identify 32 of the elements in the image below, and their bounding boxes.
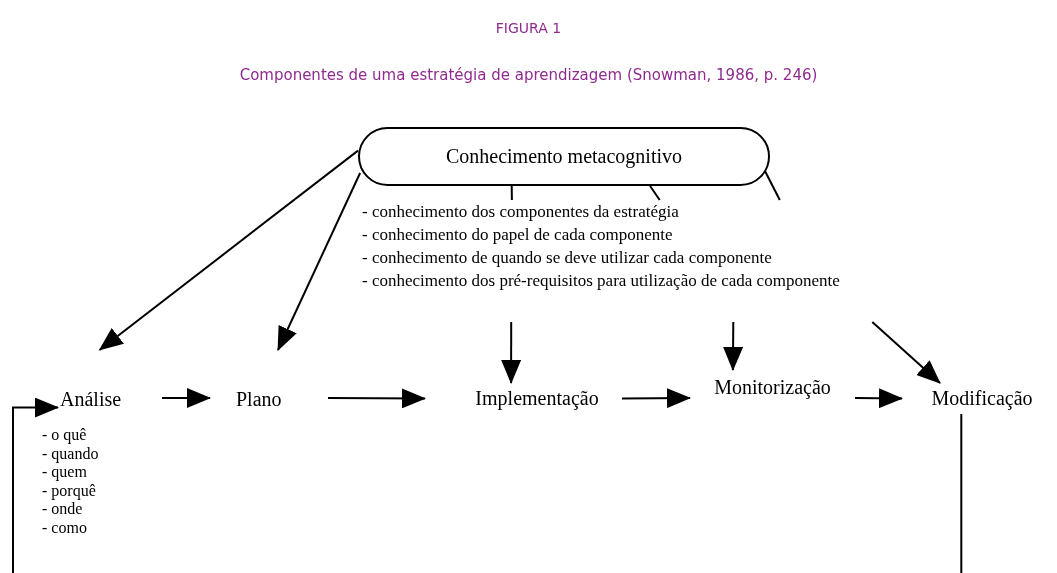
arrow: [723, 321, 744, 371]
list-item: - quando: [42, 444, 99, 463]
rounded-box: [358, 127, 770, 186]
list-item: - onde: [42, 500, 84, 519]
arrow: [621, 388, 691, 409]
arrow: [501, 321, 522, 384]
step-label: Modificação: [931, 387, 1033, 410]
step-label: Implementação: [475, 387, 599, 410]
list-item: - conhecimento de quando se deve utilizar cada componente: [362, 247, 773, 269]
list-item: - conhecimento do papel de cada componente: [362, 224, 674, 246]
arrow: [871, 321, 941, 384]
list-item: - conhecimento dos componentes da estratégia: [362, 201, 680, 223]
figure-caption: Componentes de uma estratégia de aprendizagem (Snowman, 1986, p. 246): [239, 66, 818, 84]
step-label: Plano: [236, 388, 282, 411]
list-item: - porquê: [42, 481, 97, 500]
step-label: Monitorização: [714, 375, 831, 399]
list-item: - o quê: [42, 426, 88, 445]
arrow: [277, 172, 362, 351]
figure-title: FIGURA 1: [495, 20, 562, 36]
arrow: [12, 397, 963, 573]
arrow: [854, 388, 903, 409]
list-item: - quem: [42, 463, 88, 482]
list-item: - como: [42, 518, 88, 537]
arrow: [98, 149, 359, 351]
box-label: Conhecimento metacognitivo: [445, 145, 683, 168]
step-label: Análise: [60, 388, 122, 411]
list-item: - conhecimento dos pré-requisitos para utilização de cada componente: [362, 270, 841, 292]
connector-line: [510, 185, 513, 201]
connector-line: [649, 185, 661, 201]
arrow: [327, 388, 426, 409]
arrow: [161, 388, 211, 408]
connector-line: [764, 170, 781, 201]
